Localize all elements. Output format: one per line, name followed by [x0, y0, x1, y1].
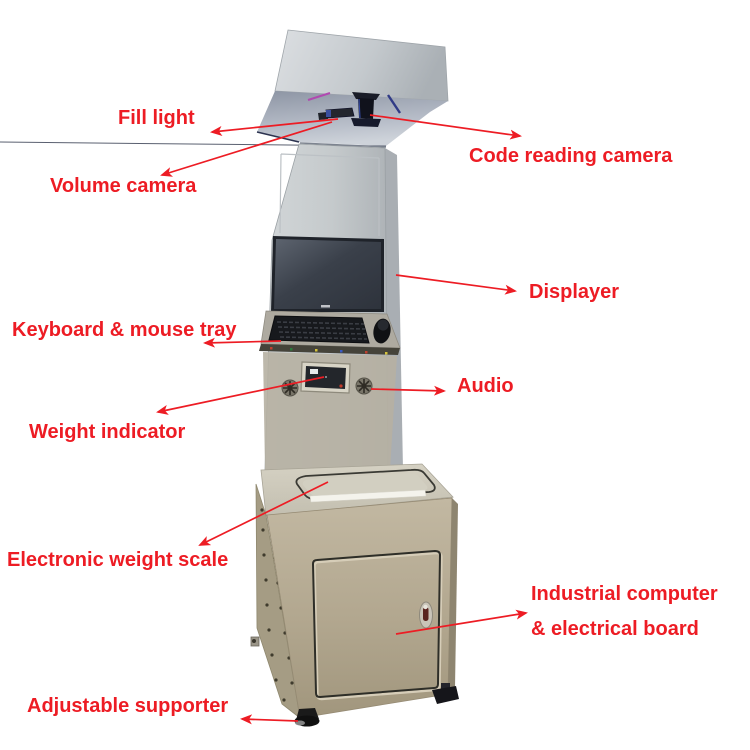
glare-streak-right [387, 94, 401, 114]
display-logo [321, 305, 330, 308]
hood-canopy [0, 29, 449, 148]
leader-code-reading-camera [369, 114, 522, 140]
leader-weight-indicator [156, 376, 325, 415]
code-reading-camera-body [358, 98, 374, 119]
platform-plate [302, 473, 428, 497]
leader-lines [156, 114, 528, 725]
leader-fill-light [210, 118, 339, 136]
camera-top-flange [352, 92, 380, 100]
weighing-platform [295, 468, 436, 503]
indicator-led [339, 384, 343, 388]
volume-camera-body [318, 112, 328, 120]
cabinet-door-outline [311, 549, 442, 699]
keyboard-keys [276, 321, 368, 340]
tray-lip-speckles [270, 347, 388, 355]
adjustable-foot-left [294, 708, 320, 727]
column-tower [259, 143, 403, 471]
leader-volume-camera [160, 121, 333, 177]
display-screen [274, 239, 381, 309]
hood-front-face [274, 29, 449, 102]
camera-cluster [307, 92, 401, 127]
mouse [373, 318, 391, 344]
platform-groove [295, 468, 436, 501]
leader-industrial-computer [395, 609, 528, 635]
keyboard-mouse-tray [259, 310, 401, 355]
camera-base-flange [351, 118, 381, 127]
indicator-dot [325, 376, 327, 378]
speaker-right [355, 377, 373, 395]
cabinet-right-edge [448, 498, 458, 694]
indicator-readout [310, 369, 318, 374]
base-cabinet [250, 463, 459, 727]
glare-streak-left [307, 92, 331, 101]
fill-light-led [326, 110, 331, 117]
adjustable-foot-right [432, 683, 459, 704]
platform-front-lip [309, 489, 427, 503]
weight-indicator-panel [300, 361, 351, 394]
leader-electronic-weight-scale [198, 481, 329, 546]
side-bolt [250, 636, 260, 647]
leader-audio [370, 385, 446, 396]
tray-front-lip [259, 344, 400, 355]
door-handle [419, 601, 433, 629]
leader-keyboard-mouse-tray [203, 337, 282, 348]
leader-adjustable-supporter [240, 714, 299, 725]
column-panel-frame [279, 153, 380, 236]
leader-displayer [395, 274, 517, 295]
